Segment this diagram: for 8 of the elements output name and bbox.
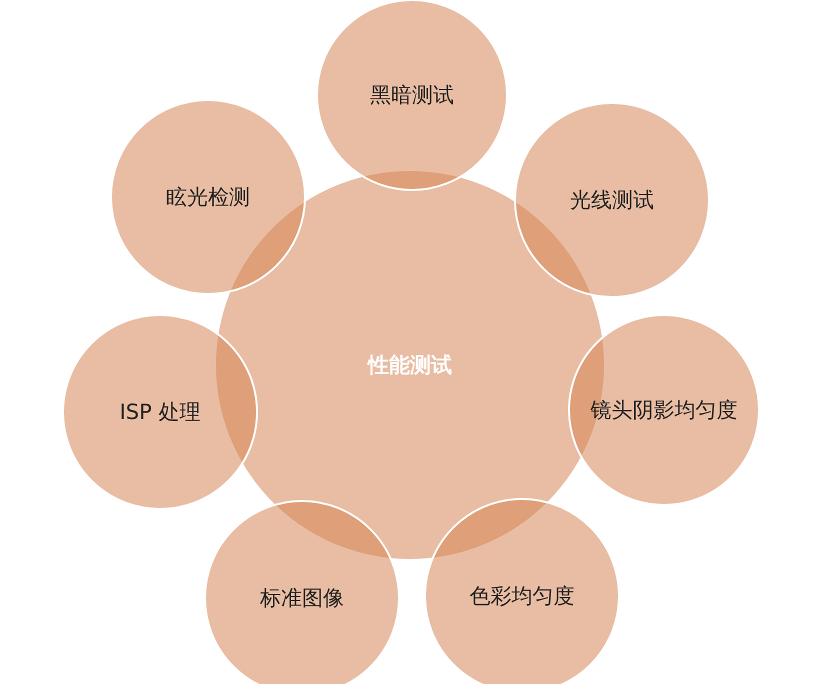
node-label: 标准图像 xyxy=(260,585,344,612)
node-label: 性能测试 xyxy=(368,352,452,379)
node-label: 眩光检测 xyxy=(166,184,250,211)
node-label: ISP 处理 xyxy=(120,399,200,426)
node-label: 色彩均匀度 xyxy=(470,583,574,610)
node-label: 黑暗测试 xyxy=(370,82,454,109)
node-label: 镜头阴影均匀度 xyxy=(590,397,738,424)
node-label: 光线测试 xyxy=(570,187,654,214)
